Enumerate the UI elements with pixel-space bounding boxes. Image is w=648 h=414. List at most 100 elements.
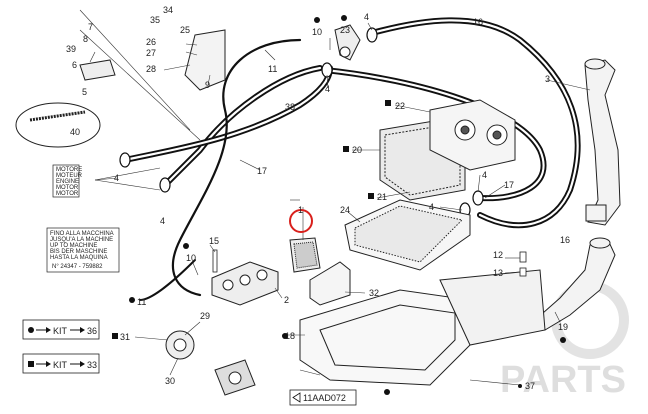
- duct-19: [534, 237, 616, 331]
- bolt-15: [212, 249, 218, 273]
- motor-box: MOTORE MOTEUR ENGINE MOTOR MOTOR: [52, 164, 83, 198]
- kit-row-circle: [22, 319, 100, 340]
- hose-11: [171, 38, 302, 297]
- connector-29-face: [173, 338, 187, 352]
- circle-marker-icon: [28, 327, 34, 333]
- callout-labels: 1 2 3 4 4 4 4 4 4 5 6 7 8 9 10 10 11 11 …: [66, 5, 570, 391]
- housing-18: [299, 269, 546, 386]
- connectors: [165, 330, 256, 396]
- control-panel-2: [211, 261, 279, 306]
- filter-tray-24: [344, 199, 471, 271]
- callout-35: 35: [150, 15, 160, 25]
- callout-16-b: 16: [560, 235, 570, 245]
- callout-5: 5: [82, 87, 87, 97]
- callout-31: 31: [120, 332, 130, 342]
- valve-23-port: [339, 46, 351, 58]
- spring-40-callout-ring: [15, 102, 101, 148]
- callout-40: 40: [70, 127, 80, 137]
- callout-20: 20: [352, 145, 362, 155]
- callout-8: 8: [83, 34, 88, 44]
- kit-ref-2: 33: [87, 360, 97, 370]
- callout-12: 12: [493, 250, 503, 260]
- callout-23: 23: [340, 25, 350, 35]
- arrow-right-icon: [46, 361, 51, 367]
- callout-4-e: 4: [429, 202, 434, 212]
- tray-mesh: [354, 205, 463, 263]
- motor-line-5: MOTOR: [56, 191, 79, 197]
- machine-line-3: UP TO MACHINE: [50, 243, 97, 249]
- callout-4-d: 4: [160, 216, 165, 226]
- callout-1: 1: [298, 205, 303, 215]
- callout-11-a: 11: [268, 64, 277, 74]
- callout-26: 26: [146, 37, 156, 47]
- callout-19: 19: [558, 322, 568, 332]
- callout-10-a: 10: [312, 27, 322, 37]
- duct-19-body: [534, 239, 616, 331]
- leader-lines: [79, 9, 591, 386]
- motor-line-4: MOTOR: [56, 185, 79, 191]
- machine-serial: N° 24347 - 759882: [52, 264, 103, 270]
- housing-body: [299, 289, 471, 386]
- machine-line-4: BIS DER MASCHINE: [50, 249, 107, 255]
- filter-holder-32: [309, 261, 351, 306]
- clamp-4-right: [472, 190, 484, 206]
- callout-markers: [112, 15, 566, 395]
- hose-upper-left: [122, 65, 333, 163]
- callout-22: 22: [395, 101, 405, 111]
- triangle-left-icon: [292, 392, 301, 403]
- callout-10-b: 10: [186, 253, 196, 263]
- callout-4-b: 4: [325, 84, 330, 94]
- callout-37: 37: [525, 381, 535, 391]
- kit-row-square: [22, 353, 100, 374]
- housing-side-panel: [439, 269, 546, 346]
- arrow-right-icon: [46, 327, 51, 333]
- hose-lower-left: [162, 65, 323, 188]
- reference-code-box: 11AAD072: [289, 389, 357, 406]
- callout-15: 15: [209, 236, 219, 246]
- callout-17-b: 17: [504, 180, 514, 190]
- blower-hub-right: [492, 130, 502, 140]
- clamp-4-lower: [159, 177, 171, 193]
- bolt-12: [519, 251, 527, 263]
- filter-1: [289, 237, 321, 273]
- duct-3: [584, 58, 621, 226]
- highlight-circle: [289, 209, 313, 233]
- callout-39: 39: [66, 44, 76, 54]
- hose-17-inner: [323, 68, 545, 200]
- callout-28: 28: [146, 64, 156, 74]
- hose-upper-left-inner: [123, 66, 332, 162]
- hose-clamps: [119, 27, 484, 218]
- callout-2: 2: [284, 295, 289, 305]
- arrow-right-icon: [80, 361, 85, 367]
- reference-code: 11AAD072: [303, 393, 346, 403]
- knob-3: [256, 269, 268, 281]
- watermark: PARTS: [500, 359, 626, 401]
- square-marker-icon: [28, 361, 34, 367]
- hose-lower-left-inner: [163, 66, 322, 187]
- callout-24: 24: [340, 205, 350, 215]
- clamp-4-mid: [321, 62, 333, 78]
- callout-21: 21: [377, 192, 387, 202]
- callout-34: 34: [163, 5, 173, 15]
- heater-assembly: [379, 99, 516, 201]
- bolt-13: [519, 267, 527, 277]
- hoses: [122, 17, 581, 301]
- motor-line-2: MOTEUR: [56, 173, 83, 179]
- knob-2: [239, 274, 251, 286]
- plate-6: [79, 59, 116, 81]
- callout-25: 25: [180, 25, 190, 35]
- duct-3-body: [584, 59, 621, 226]
- callout-16-a: 16: [473, 17, 483, 27]
- arrow-right-icon: [80, 327, 85, 333]
- callout-13: 13: [493, 268, 503, 278]
- callout-11-b: 11: [137, 297, 146, 307]
- callout-9: 9: [205, 80, 210, 90]
- kit-label-1: KIT: [53, 326, 68, 336]
- callout-18: 18: [285, 331, 295, 341]
- spring-40: [29, 110, 86, 122]
- callout-3: 3: [545, 74, 550, 84]
- duct-19-top: [589, 237, 611, 249]
- kit-legend: KIT 36 KIT 33: [22, 319, 100, 374]
- knob-1: [222, 279, 234, 291]
